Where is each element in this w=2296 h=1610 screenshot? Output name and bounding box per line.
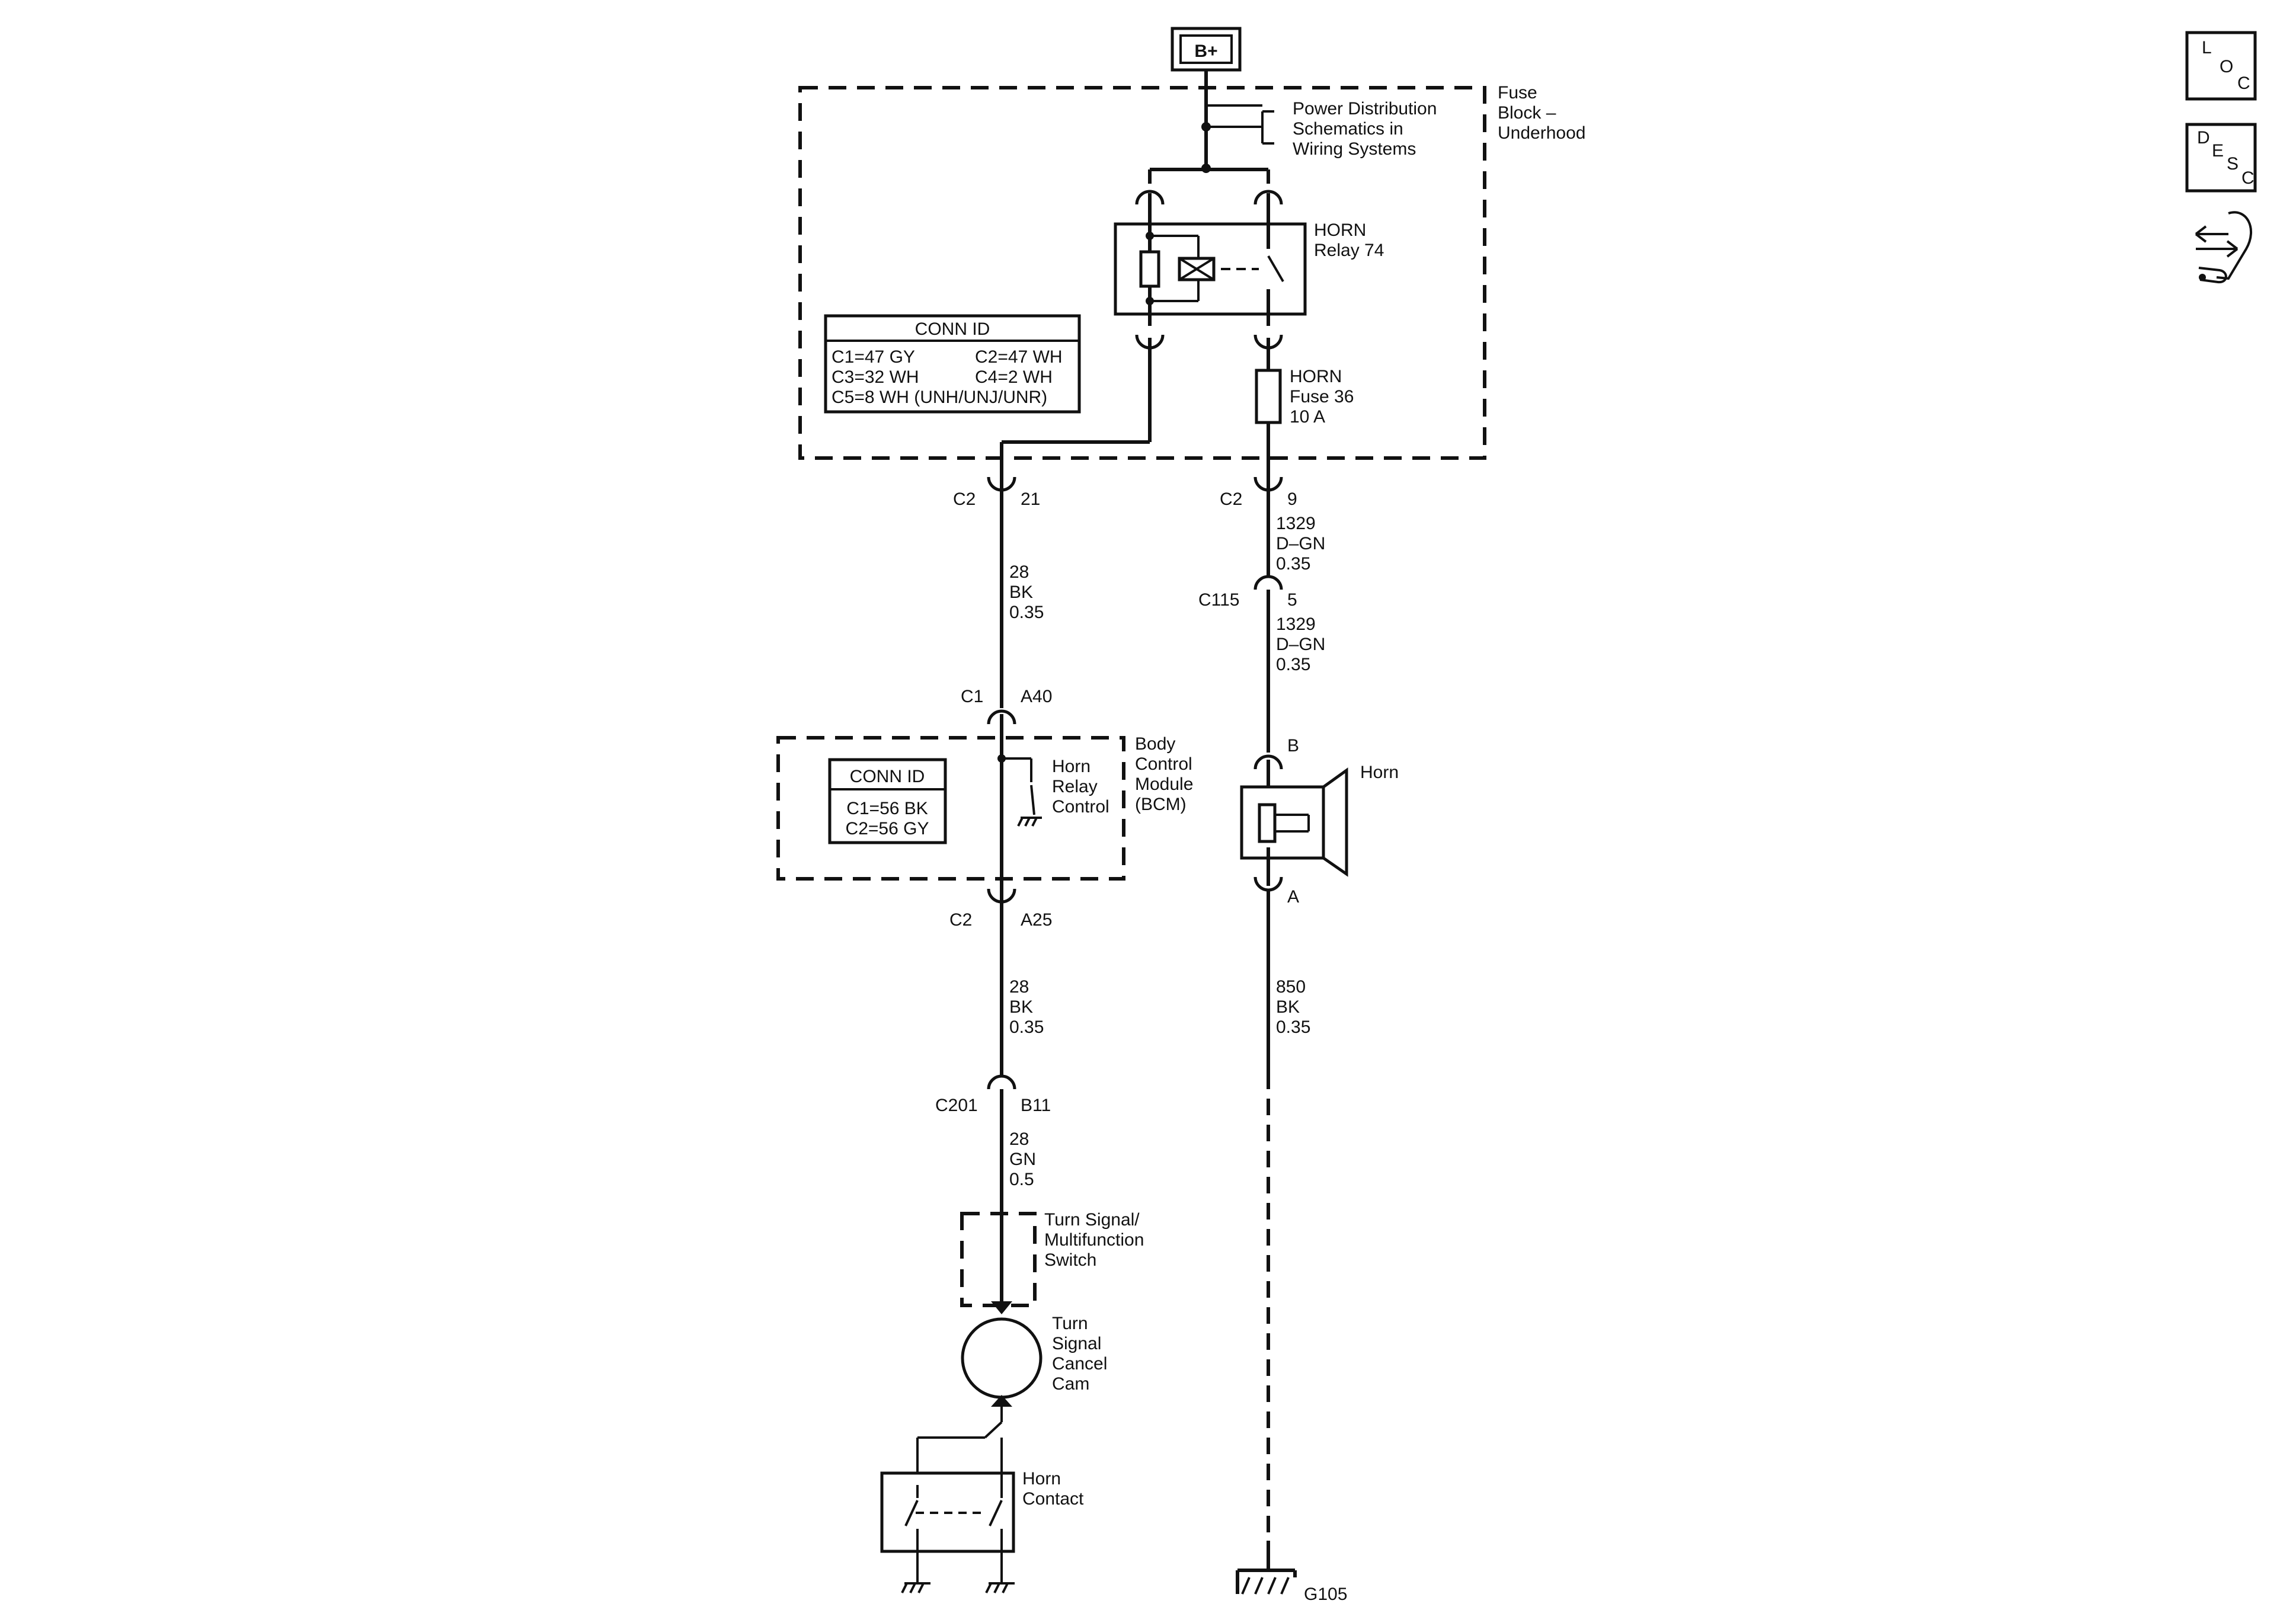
fuse-block-title: Fuse Block – Underhood [1498,83,1585,143]
svg-text:C1=47 GY: C1=47 GY [832,347,915,367]
horn-label: Horn [1360,763,1399,782]
wire-28-bk-lower-label: 28 BK 0.35 [1009,977,1044,1037]
bcm-conn-id-table: CONN ID C1=56 BK C2=56 GY [828,758,947,844]
c1-a40-pin: A40 [1021,687,1052,706]
horn-icon [1240,754,1348,892]
bcm-title: Body Control Module (BCM) [1135,734,1198,814]
horn-relay [1114,190,1307,350]
c201-b11-conn: C201 [935,1096,978,1115]
loc-button[interactable]: L O C [2185,31,2257,101]
svg-text:C1=56 BK: C1=56 BK [846,799,928,818]
wire-1329-lower-label: 1329 D–GN 0.35 [1276,614,1331,674]
svg-text:C5=8 WH (UNH/UNJ/UNR): C5=8 WH (UNH/UNJ/UNR) [832,388,1047,407]
c2-21-pin: 21 [1021,489,1040,509]
ground-g105-icon [1236,1541,1297,1595]
battery-feed-wire [1148,70,1274,184]
c2-21-conn: C2 [953,489,976,509]
horn-pin-b: B [1287,736,1299,756]
wire-28-gn-label: 28 GN 0.5 [1009,1129,1041,1189]
cam-arrow-icon [991,1395,1012,1407]
horn-contact-label: Horn Contact [1022,1469,1084,1509]
bcm-boundary [776,736,1125,881]
fuse-block-conn-id-table: CONN ID C1=47 GY C2=47 WH C3=32 WH C4=2 … [824,314,1081,414]
svg-text:CONN ID: CONN ID [915,319,990,339]
cancel-cam-label: Turn Signal Cancel Cam [1052,1314,1112,1394]
horn-relay-label: HORN Relay 74 [1314,220,1384,260]
connector-c2-9 [1253,468,1283,492]
horn-fuse-label: HORN Fuse 36 10 A [1290,367,1359,427]
connector-c1-a40 [987,709,1016,740]
svg-text:E: E [2212,141,2224,161]
c2-9-conn: C2 [1220,489,1242,509]
turn-signal-cancel-cam [961,1317,1043,1399]
c115-5-conn: C115 [1198,590,1240,610]
wire-1329-upper-label: 1329 D–GN 0.35 [1276,514,1331,574]
power-distribution-reference: Power Distribution Schematics in Wiring … [1293,99,1442,159]
svg-text:CONN ID: CONN ID [850,767,925,786]
connector-c2-a25 [987,880,1016,904]
c2-a25-pin: A25 [1021,910,1052,930]
battery-positive-source: B+ [1171,27,1242,72]
connector-c115-5 [1253,560,1283,590]
switch-arrow-icon [991,1301,1012,1314]
svg-text:S: S [2227,154,2239,174]
ground-g105-label: G105 [1304,1585,1347,1604]
svg-text:C4=2 WH: C4=2 WH [975,367,1053,387]
horn-relay-control-switch [997,740,1042,886]
horn-relay-control-label: Horn Relay Control [1052,757,1109,817]
svg-text:L: L [2202,38,2212,57]
connector-c2-21 [987,468,1016,492]
svg-text:D: D [2197,128,2210,148]
c2-9-pin: 9 [1287,489,1297,509]
wire-850-label: 850 BK 0.35 [1276,977,1310,1037]
turn-signal-switch-label: Turn Signal/ Multifunction Switch [1044,1210,1149,1270]
svg-text:C: C [2241,168,2255,188]
horn-pin-a: A [1287,887,1299,907]
wire-28-bk-upper-label: 28 BK 0.35 [1009,562,1044,622]
c201-b11-pin: B11 [1021,1096,1051,1115]
svg-text:O: O [2220,57,2233,76]
turn-signal-switch-boundary [960,1212,1037,1307]
fuse-block-boundary [798,86,1486,460]
horn-fuse [1255,338,1282,474]
svg-text:C: C [2237,73,2250,93]
c1-a40-conn: C1 [961,687,983,706]
b-plus-label: B+ [1194,41,1217,61]
svg-text:C3=32 WH: C3=32 WH [832,367,919,387]
horn-contact [880,1407,1015,1593]
c2-a25-conn: C2 [949,910,972,930]
wrench-arrows-icon[interactable] [2195,211,2253,284]
svg-text:C2=47 WH: C2=47 WH [975,347,1063,367]
svg-text:C2=56 GY: C2=56 GY [846,819,929,838]
desc-button[interactable]: D E S C [2185,123,2257,193]
c115-5-pin: 5 [1287,590,1297,610]
connector-c201-b11 [987,1064,1016,1090]
